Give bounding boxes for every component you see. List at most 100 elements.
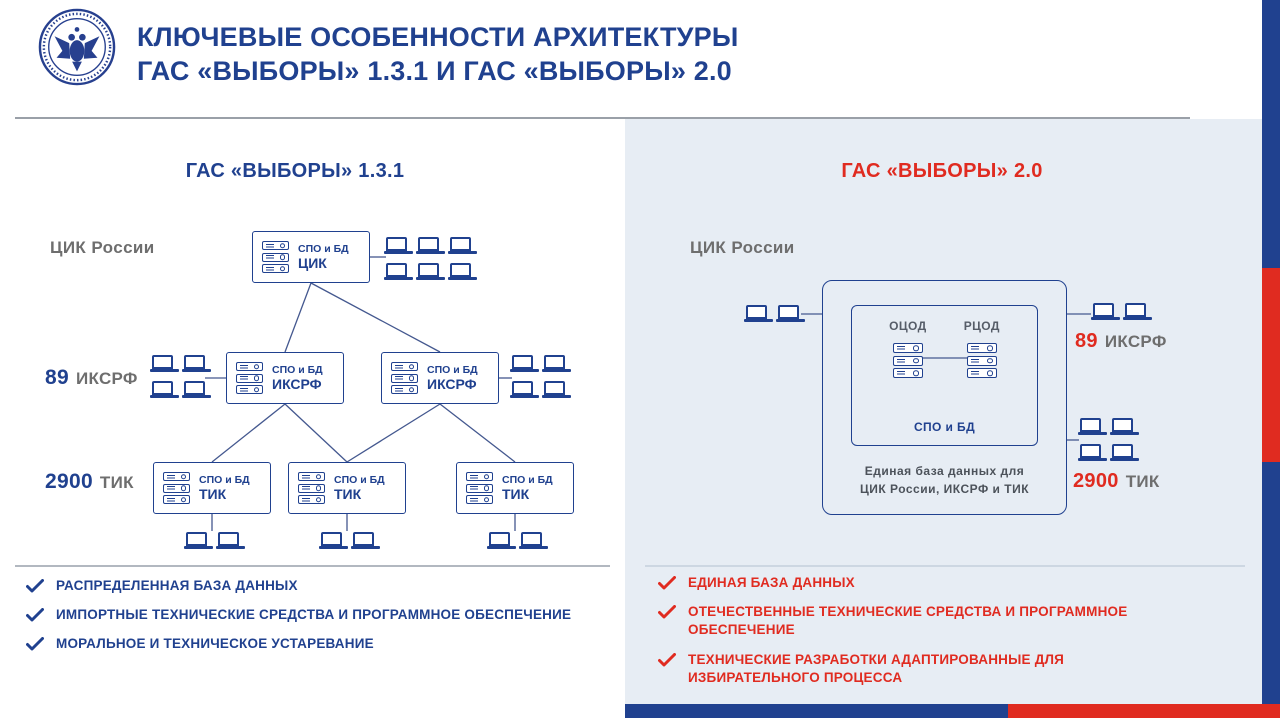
check-icon — [26, 579, 44, 593]
feature-item: РАСПРЕДЕЛЕННАЯ БАЗА ДАННЫХ — [26, 577, 611, 595]
feature-text: ОТЕЧЕСТВЕННЫЕ ТЕХНИЧЕСКИЕ СРЕДСТВА И ПРО… — [688, 604, 1128, 638]
laptop-icon — [1078, 418, 1107, 435]
eagle-emblem-icon — [38, 8, 116, 86]
check-icon — [658, 576, 676, 590]
header-divider — [15, 117, 1190, 119]
node-label: ТИК — [334, 485, 362, 502]
laptop-icon — [1110, 444, 1139, 461]
server-icon — [391, 362, 418, 394]
laptop-icon — [1123, 303, 1152, 320]
footer-blue-bar — [625, 704, 1008, 718]
cec-emblem-logo — [38, 8, 116, 86]
server-icon — [298, 472, 325, 504]
server-icon — [262, 241, 289, 273]
feature-item: ЕДИНАЯ БАЗА ДАННЫХ — [658, 574, 1233, 592]
server-icon — [236, 362, 263, 394]
right-cik-workstations — [744, 305, 805, 324]
feature-text: РАСПРЕДЕЛЕННАЯ БАЗА ДАННЫХ — [56, 578, 298, 593]
tik-name: ТИК — [1125, 472, 1160, 491]
right-feature-list: ЕДИНАЯ БАЗА ДАННЫХ ОТЕЧЕСТВЕННЫЕ ТЕХНИЧЕ… — [658, 574, 1233, 698]
laptop-icon — [519, 532, 548, 549]
check-icon — [26, 637, 44, 651]
laptop-icon — [1091, 303, 1120, 320]
feature-item: ОТЕЧЕСТВЕННЫЕ ТЕХНИЧЕСКИЕ СРЕДСТВА И ПРО… — [658, 603, 1233, 639]
node-sublabel: СПО и БД — [199, 473, 250, 486]
page-title-line2: ГАС «ВЫБОРЫ» 1.3.1 И ГАС «ВЫБОРЫ» 2.0 — [137, 56, 732, 86]
check-icon — [658, 605, 676, 619]
tik3-workstations — [487, 532, 548, 551]
rcod-label: РЦОД — [963, 319, 1000, 333]
server-icon — [163, 472, 190, 504]
left-cik-label: ЦИК России — [50, 238, 155, 257]
unified-datacenter-box: ОЦОД РЦОД СПО и БД Единая база данных дл… — [822, 280, 1067, 515]
feature-item: МОРАЛЬНОЕ И ТЕХНИЧЕСКОЕ УСТАРЕВАНИЕ — [26, 635, 611, 653]
left-feature-list: РАСПРЕДЕЛЕННАЯ БАЗА ДАННЫХ ИМПОРТНЫЕ ТЕХ… — [26, 577, 611, 665]
iksrf-name: ИКСРФ — [1104, 332, 1167, 351]
footer-red-bar — [1008, 704, 1280, 718]
node-label: ТИК — [502, 485, 530, 502]
left-column-title: ГАС «ВЫБОРЫ» 1.3.1 — [185, 160, 405, 182]
laptop-icon — [384, 263, 413, 280]
feature-text: МОРАЛЬНОЕ И ТЕХНИЧЕСКОЕ УСТАРЕВАНИЕ — [56, 636, 374, 652]
feature-text: ТЕХНИЧЕСКИЕ РАЗРАБОТКИ АДАПТИРОВАННЫЕ ДЛ… — [688, 651, 1065, 685]
server-icon — [892, 343, 923, 378]
laptop-icon — [744, 305, 773, 322]
left-list-divider — [15, 565, 610, 567]
node-label: ИКСРФ — [272, 375, 322, 392]
laptop-icon — [216, 532, 245, 549]
iksrf2-workstations — [510, 355, 571, 400]
right-edge-red-stripe — [1262, 268, 1280, 462]
header: КЛЮЧЕВЫЕ ОСОБЕННОСТИ АРХИТЕКТУРЫ ГАС «ВЫ… — [137, 22, 738, 87]
laptop-icon — [150, 381, 179, 398]
laptop-icon — [319, 532, 348, 549]
node-label: ТИК — [199, 485, 227, 502]
right-tik-workstations — [1078, 418, 1139, 463]
laptop-icon — [510, 355, 539, 372]
node-sublabel: СПО и БД — [502, 473, 553, 486]
laptop-icon — [351, 532, 380, 549]
check-icon — [26, 608, 44, 622]
node-sublabel: СПО и БД — [298, 242, 349, 255]
tik2-workstations — [319, 532, 380, 551]
laptop-icon — [182, 355, 211, 372]
server-icon — [466, 472, 493, 504]
right-list-divider — [645, 565, 1245, 567]
caption-line2: ЦИК России, ИКСРФ и ТИК — [859, 482, 1030, 496]
feature-text: ИМПОРТНЫЕ ТЕХНИЧЕСКИЕ СРЕДСТВА И ПРОГРАМ… — [56, 607, 572, 623]
right-cik-label: ЦИК России — [690, 238, 795, 257]
laptop-icon — [384, 237, 413, 254]
right-iksrf-workstations — [1091, 303, 1152, 322]
left-tik-level: 2900 ТИК — [45, 470, 134, 494]
laptop-icon — [542, 381, 571, 398]
node-sublabel: СПО и БД — [272, 363, 323, 376]
feature-item: ТЕХНИЧЕСКИЕ РАЗРАБОТКИ АДАПТИРОВАННЫЕ ДЛ… — [658, 651, 1233, 687]
tik1-workstations — [184, 532, 245, 551]
laptop-icon — [510, 381, 539, 398]
page-title-line1: КЛЮЧЕВЫЕ ОСОБЕННОСТИ АРХИТЕКТУРЫ — [137, 22, 739, 52]
laptop-icon — [448, 263, 477, 280]
laptop-icon — [416, 263, 445, 280]
server-icon — [966, 343, 997, 378]
iksrf1-workstations — [150, 355, 211, 400]
right-panel-background — [625, 119, 1262, 718]
tik-count: 2900 — [1073, 470, 1119, 492]
laptop-icon — [776, 305, 805, 322]
laptop-icon — [182, 381, 211, 398]
node-label: ИКСРФ — [427, 375, 477, 392]
node-sublabel: СПО и БД — [334, 473, 385, 486]
laptop-icon — [1110, 418, 1139, 435]
ocod-column: ОЦОД — [889, 319, 926, 378]
caption-line1: Единая база данных для — [864, 464, 1025, 478]
laptop-icon — [150, 355, 179, 372]
rcod-column: РЦОД — [964, 319, 1000, 378]
tik-name: ТИК — [99, 473, 134, 492]
right-column-title: ГАС «ВЫБОРЫ» 2.0 — [841, 160, 1043, 182]
datacenter-inner-box: ОЦОД РЦОД СПО и БД — [851, 305, 1038, 446]
tik-count: 2900 — [45, 470, 93, 493]
